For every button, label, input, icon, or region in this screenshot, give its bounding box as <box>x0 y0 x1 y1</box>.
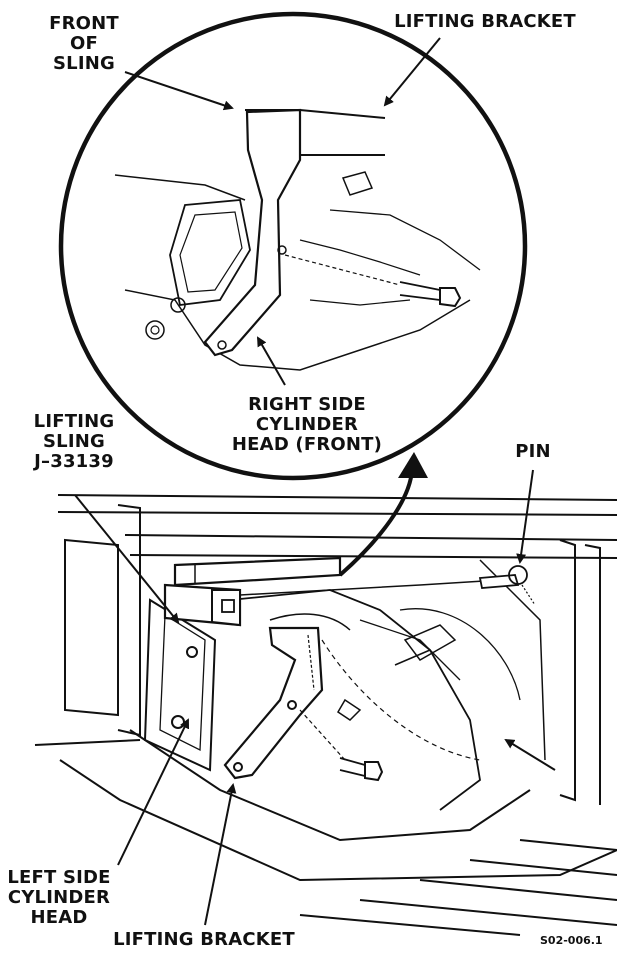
label-lifting-bracket-bottom: LIFTING BRACKET <box>113 929 295 950</box>
label-lifting-sling: LIFTING SLING J–33139 <box>33 411 115 472</box>
curved-arrow <box>338 469 414 577</box>
detail-view <box>58 11 528 481</box>
label-right-side-cylinder-head: RIGHT SIDE CYLINDER HEAD (FRONT) <box>231 394 383 455</box>
figure-id: S02-006.1 <box>540 934 603 947</box>
leader-lines <box>74 37 556 926</box>
curved-arrow-head <box>398 452 428 478</box>
label-left-side-cylinder-head: LEFT SIDE CYLINDER HEAD <box>7 867 111 928</box>
label-lifting-bracket-top: LIFTING BRACKET <box>394 11 576 32</box>
label-front-of-sling: FRONT OF SLING <box>49 13 119 74</box>
label-pin: PIN <box>515 441 551 462</box>
vehicle-view <box>34 494 617 936</box>
